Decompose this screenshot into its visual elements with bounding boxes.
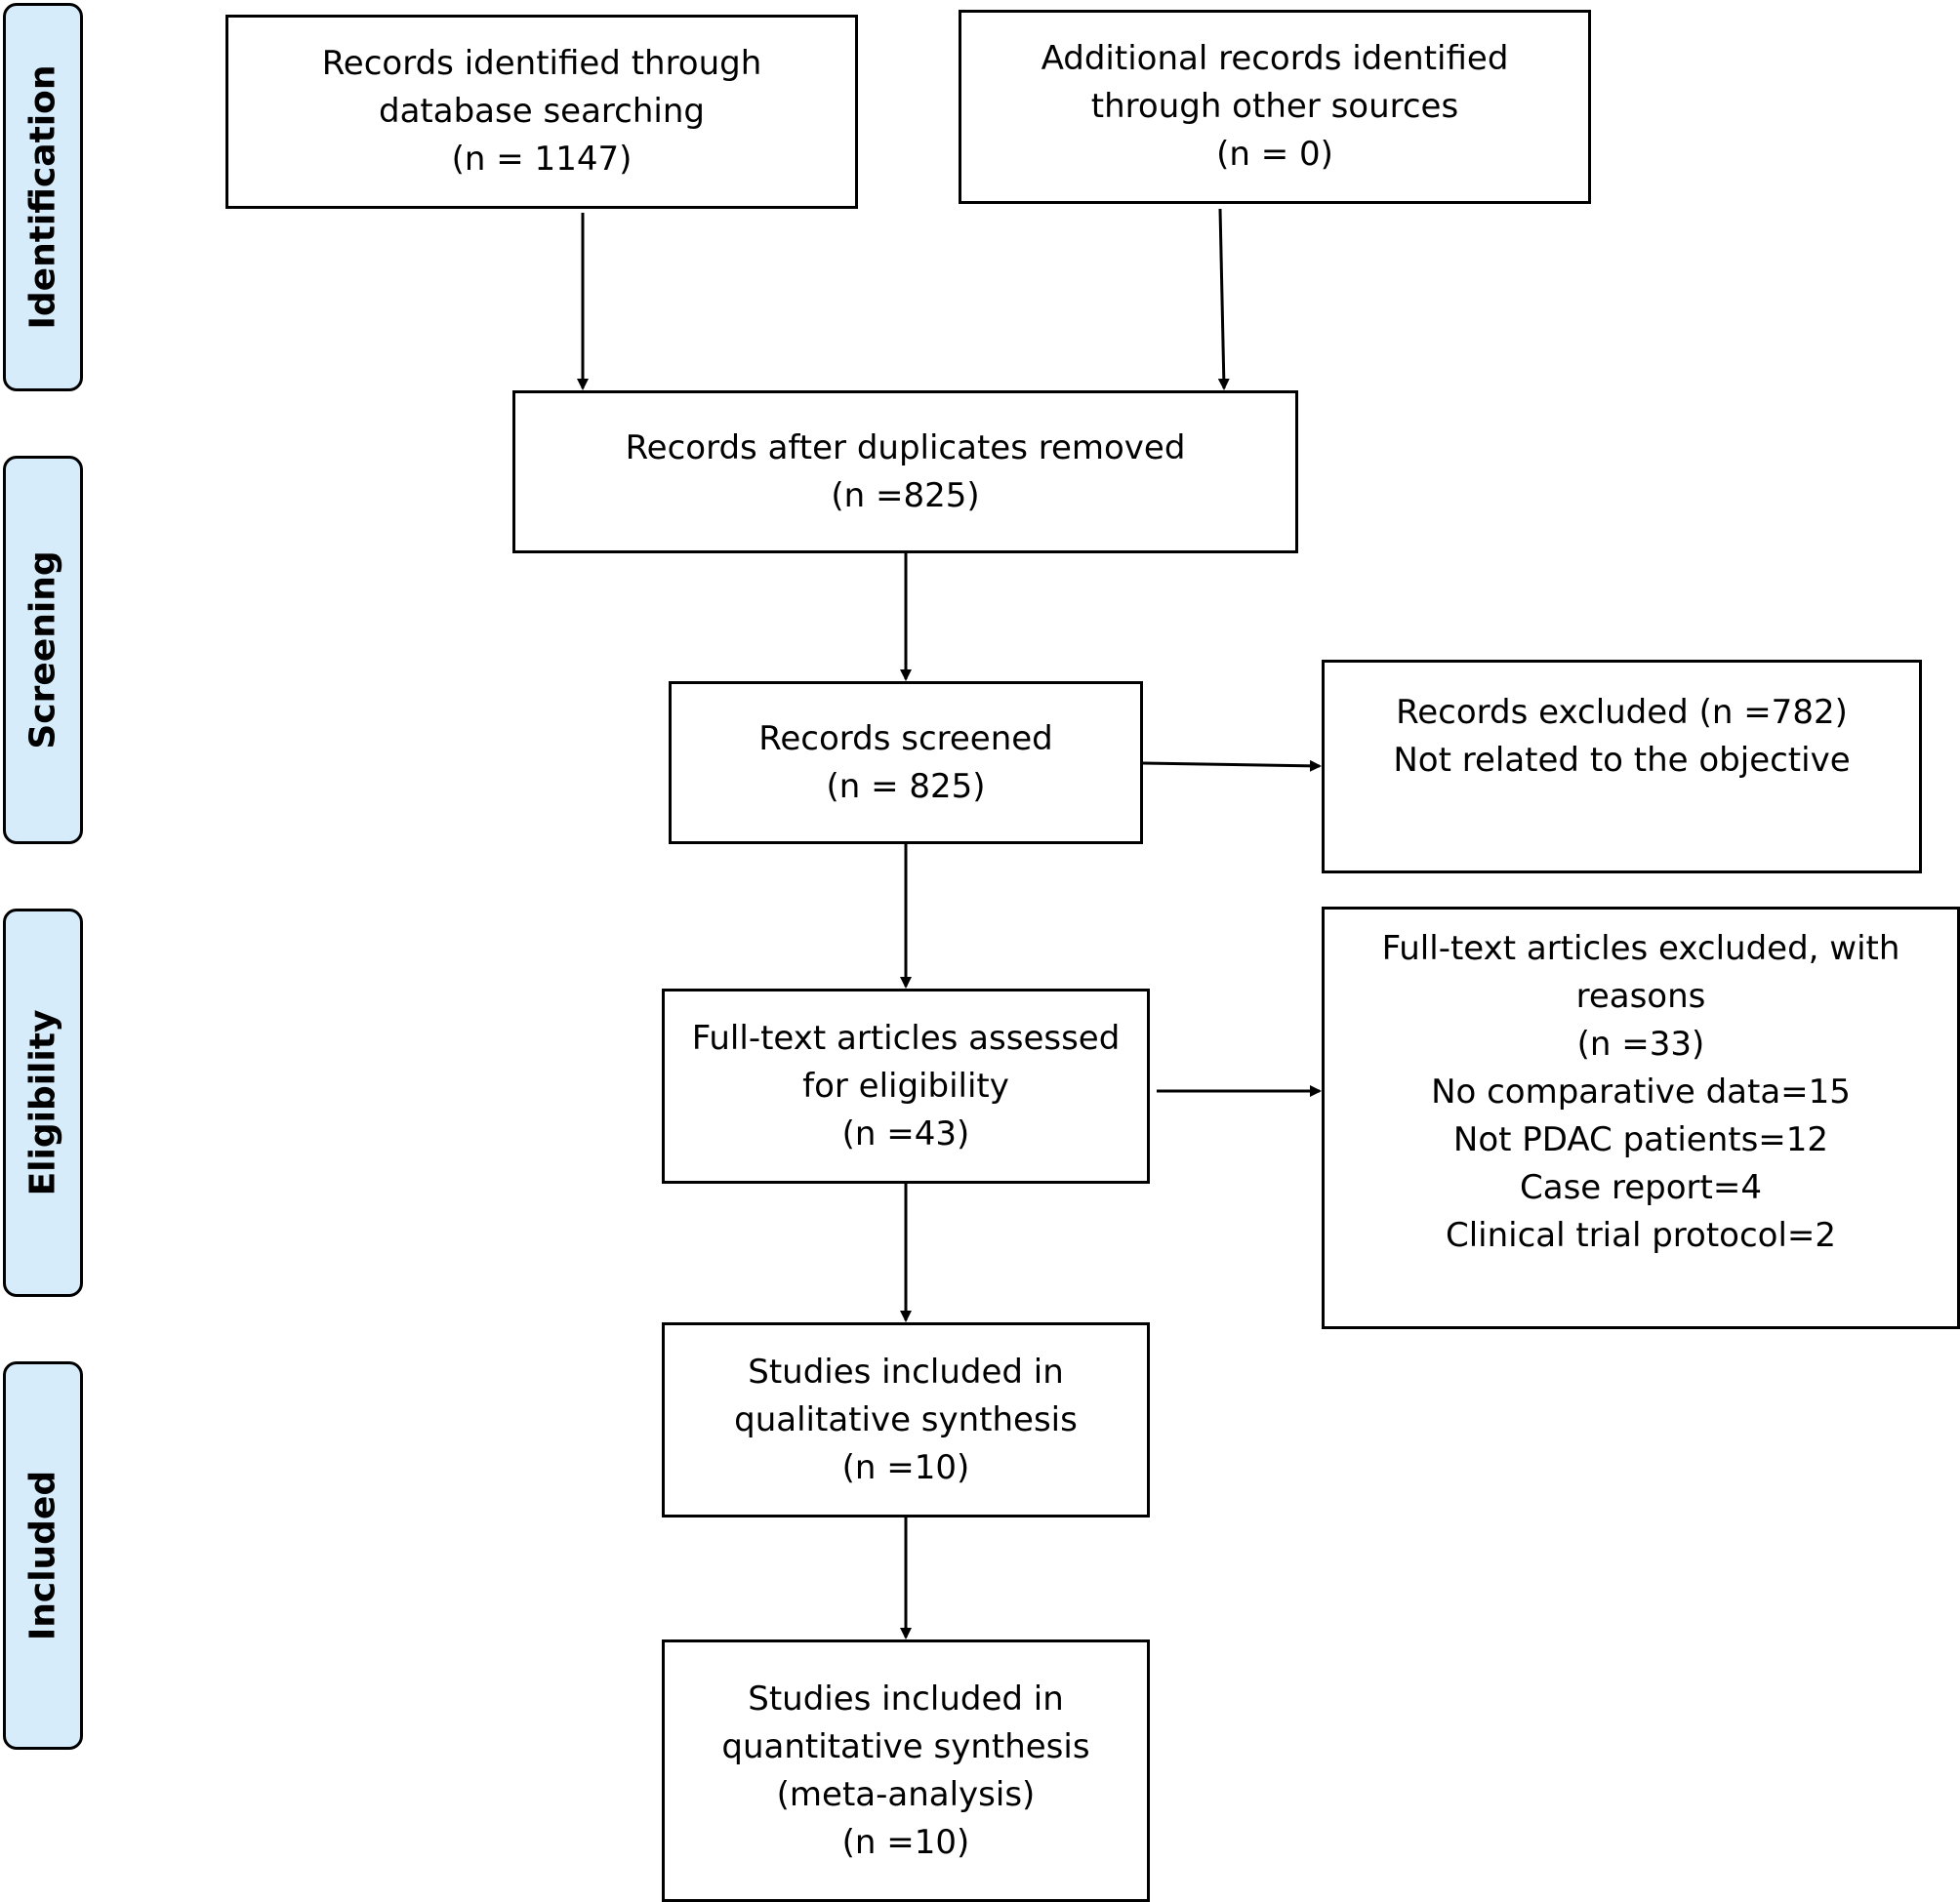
box-text-line: (n =10): [841, 1447, 970, 1487]
box-text-line: Studies included in: [748, 1352, 1064, 1392]
box-text-line: Records identified through: [321, 44, 762, 83]
box-duplicates-removed: Records after duplicates removed (n =825…: [512, 390, 1298, 553]
box-text-line: Not related to the objective: [1393, 741, 1851, 780]
box-text-line: (n = 825): [826, 766, 986, 806]
box-text-line: for eligibility: [802, 1066, 1009, 1106]
box-other-sources: Additional records identified through ot…: [959, 10, 1591, 204]
box-text-line: Full-text articles excluded, with: [1381, 929, 1900, 968]
box-text-line: (n = 1147): [451, 140, 633, 179]
box-text-line: Studies included in: [748, 1679, 1064, 1719]
box-text-line: (n =33): [1576, 1025, 1705, 1064]
box-text-line: quantitative synthesis: [721, 1726, 1090, 1766]
box-records-excluded: Records excluded (n =782) Not related to…: [1322, 660, 1922, 873]
box-text-line: Records after duplicates removed: [625, 427, 1186, 467]
phase-eligibility: Eligibility: [3, 909, 83, 1297]
box-text-line: (n =825): [831, 475, 980, 515]
box-text-line: (n =10): [841, 1822, 970, 1862]
box-text-line: reasons: [1575, 977, 1706, 1016]
box-text-line: No comparative data=15: [1431, 1072, 1851, 1112]
phase-screening: Screening: [3, 456, 83, 844]
box-text-line: (n =43): [841, 1113, 970, 1153]
box-text-line: through other sources: [1090, 87, 1459, 126]
box-text-line: (n = 0): [1216, 135, 1333, 174]
phase-identification: Identification: [3, 3, 83, 391]
box-qualitative-synthesis: Studies included in qualitative synthesi…: [662, 1322, 1150, 1518]
box-text-line: Records screened: [758, 718, 1053, 758]
phase-included: Included: [3, 1361, 83, 1750]
arrow-screened-to-excluded: [1142, 759, 1322, 772]
box-fulltext-assessed: Full-text articles assessed for eligibil…: [662, 989, 1150, 1184]
box-text-line: database searching: [379, 92, 705, 131]
box-database-records: Records identified through database sear…: [225, 15, 858, 209]
box-fulltext-excluded: Full-text articles excluded, with reason…: [1322, 907, 1960, 1329]
box-text-line: Not PDAC patients=12: [1452, 1120, 1829, 1159]
box-text-line: Clinical trial protocol=2: [1445, 1216, 1837, 1255]
box-text-line: Additional records identified: [1041, 39, 1509, 78]
box-text-line: qualitative synthesis: [734, 1399, 1078, 1439]
arrow-other-to-duplicates: [1217, 208, 1230, 390]
box-records-screened: Records screened (n = 825): [669, 681, 1143, 844]
box-text-line: Full-text articles assessed: [691, 1018, 1121, 1058]
box-text-line: Case report=4: [1520, 1168, 1762, 1207]
box-text-line: (meta-analysis): [776, 1774, 1036, 1814]
box-quantitative-synthesis: Studies included in quantitative synthes…: [662, 1639, 1150, 1902]
box-text-line: Records excluded (n =782): [1396, 693, 1848, 732]
